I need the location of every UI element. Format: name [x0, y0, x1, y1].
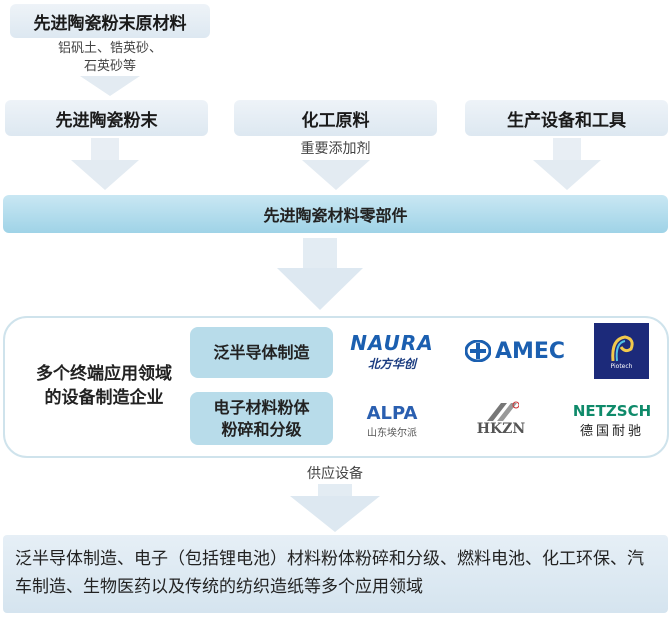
- enterprises-title-line1: 多个终端应用领域: [36, 364, 172, 384]
- category-electronic-powder: 电子材料粉体 粉碎和分级: [190, 392, 333, 445]
- hkzn-logo: HKZN: [470, 398, 532, 440]
- ceramic-powder-box: 先进陶瓷粉末: [5, 100, 208, 136]
- raw-material-note-line2: 石英砂等: [83, 59, 136, 74]
- piotech-logo: Piotech: [594, 323, 649, 379]
- raw-material-note: 铝矾土、锆英砂、 石英砂等: [20, 40, 200, 76]
- equipment-tools-box: 生产设备和工具: [465, 100, 668, 136]
- piotech-emblem-icon: [610, 334, 634, 361]
- enterprises-title: 多个终端应用领域 的设备制造企业: [18, 362, 190, 410]
- arrow-down-icon: [71, 138, 139, 190]
- category-semiconductor: 泛半导体制造: [190, 327, 333, 378]
- category-electronic-powder-line1: 电子材料粉体: [213, 397, 310, 417]
- additive-note: 重要添加剂: [300, 141, 371, 157]
- enterprises-panel: [3, 316, 669, 458]
- amec-emblem-icon: [464, 340, 491, 362]
- alpa-logo: ALPA 山东埃尔派: [366, 403, 418, 439]
- amec-logo: AMEC: [455, 336, 575, 366]
- netzsch-logo: NETZSCH 德国耐驰: [572, 401, 652, 439]
- raw-material-note-line1: 铝矾土、锆英砂、: [57, 41, 162, 56]
- chemical-material-box: 化工原料: [234, 100, 437, 136]
- arrow-down-icon: [533, 138, 601, 190]
- application-fields-box: 泛半导体制造、电子（包括锂电池）材料粉体粉碎和分级、燃料电池、化工环保、汽车制造…: [3, 535, 668, 613]
- arrow-down-icon: [80, 76, 140, 96]
- arrow-down-icon: [277, 238, 363, 310]
- hkzn-emblem-icon: [487, 401, 519, 421]
- raw-material-box: 先进陶瓷粉末原材料: [10, 4, 210, 38]
- category-electronic-powder-line2: 粉碎和分级: [221, 419, 302, 439]
- enterprises-title-line2: 的设备制造企业: [44, 388, 164, 408]
- ceramic-components-bar: 先进陶瓷材料零部件: [3, 195, 668, 233]
- naura-logo: NAURA 北方华创: [350, 330, 434, 371]
- arrow-down-icon: [290, 484, 380, 532]
- arrow-down-icon: [302, 160, 370, 190]
- supply-label: 供应设备: [307, 466, 363, 482]
